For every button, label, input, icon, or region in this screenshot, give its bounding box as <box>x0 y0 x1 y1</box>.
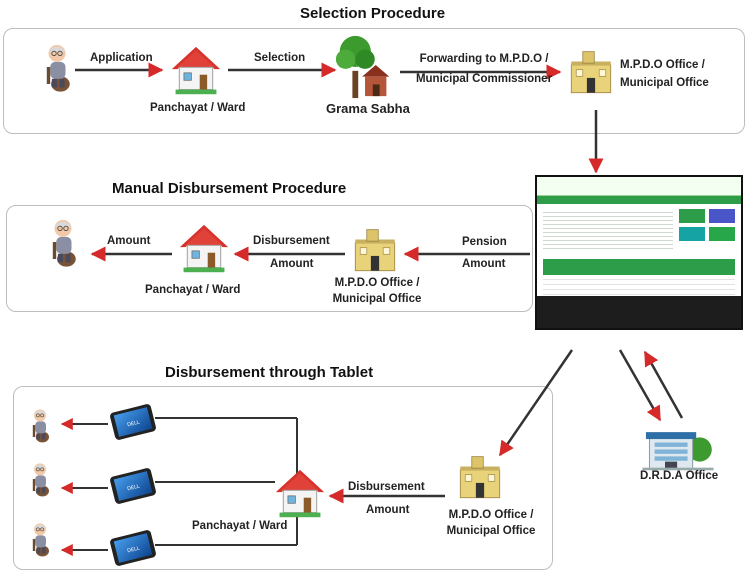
forwarding-label-line2: Municipal Commissioner <box>415 72 553 85</box>
manual-mpdo-line2: Municipal Office <box>332 292 422 305</box>
house-icon <box>168 45 224 97</box>
tablet-icon <box>108 528 158 568</box>
elderly-person-icon <box>28 461 52 497</box>
site-footer <box>537 296 741 328</box>
grama-sabha-label: Grama Sabha <box>326 101 410 116</box>
selection-mpdo-line1: M.P.D.O Office / <box>620 59 705 71</box>
tablet-icon <box>108 466 158 506</box>
manual-mpdo-line1: M.P.D.O Office / <box>334 277 420 289</box>
selection-label: Selection <box>254 52 306 64</box>
manual-mpdo-label: M.P.D.O Office / Municipal Office <box>322 276 432 307</box>
tablet-disbursement-label: Disbursement <box>348 481 425 493</box>
manual-title: Manual Disbursement Procedure <box>112 180 347 197</box>
drda-building-icon <box>636 420 720 472</box>
elderly-person-icon <box>40 40 74 94</box>
site-body <box>543 209 673 249</box>
site-header <box>537 177 741 196</box>
application-label: Application <box>90 52 153 64</box>
site-tile-3 <box>679 227 705 241</box>
selection-mpdo-line2: Municipal Office <box>620 76 709 89</box>
tablet-mpdo-line2: Municipal Office <box>446 524 536 537</box>
office-building-icon <box>566 50 616 96</box>
site-tile-2 <box>709 209 735 223</box>
tablet-icon <box>108 402 158 442</box>
house-icon <box>272 468 328 520</box>
website-screenshot <box>535 175 743 330</box>
manual-panchayat-label: Panchayat / Ward <box>145 284 241 296</box>
tablet-title: Disbursement through Tablet <box>165 364 374 381</box>
elderly-person-icon <box>28 521 52 557</box>
manual-disbursement-label: Disbursement <box>253 235 330 247</box>
selection-title: Selection Procedure <box>300 5 446 22</box>
tablet-panchayat-label: Panchayat / Ward <box>192 520 288 532</box>
manual-amount-label-3: Amount <box>462 258 506 270</box>
office-building-icon <box>350 228 400 274</box>
elderly-person-icon <box>46 215 80 269</box>
forwarding-label: Forwarding to M.P.D.O / Municipal Commis… <box>414 52 554 87</box>
site-tile-1 <box>679 209 705 223</box>
office-building-icon <box>455 455 505 501</box>
site-table-header <box>543 259 735 275</box>
tablet-mpdo-label: M.P.D.O Office / Municipal Office <box>436 508 546 539</box>
house-icon <box>176 223 232 275</box>
tree-house-icon <box>336 32 396 100</box>
site-table-rows <box>543 275 735 295</box>
selection-mpdo-label: M.P.D.O Office / Municipal Office <box>620 58 709 91</box>
selection-panchayat-label: Panchayat / Ward <box>150 102 246 114</box>
tablet-mpdo-line1: M.P.D.O Office / <box>448 509 534 521</box>
elderly-person-icon <box>28 407 52 443</box>
manual-amount-label: Amount <box>107 235 151 247</box>
tablet-amount-label: Amount <box>366 504 410 516</box>
pension-label: Pension <box>462 236 507 248</box>
manual-amount-label-2: Amount <box>270 258 314 270</box>
site-tile-4 <box>709 227 735 241</box>
drda-label: D.R.D.A Office <box>640 470 719 482</box>
forwarding-label-line1: Forwarding to M.P.D.O / <box>419 53 549 65</box>
site-nav <box>537 196 741 204</box>
